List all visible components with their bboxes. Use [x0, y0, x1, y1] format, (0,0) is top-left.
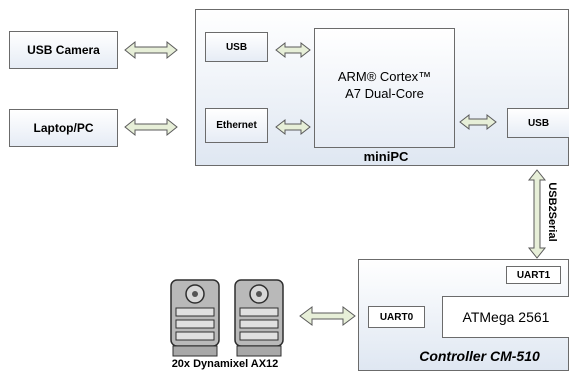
servo-caption: 20x Dynamixel AX12	[171, 358, 279, 370]
usb-port-right-label: USB	[527, 117, 550, 129]
laptop-pc-label: Laptop/PC	[33, 121, 94, 135]
usb-port-right: USB	[507, 108, 569, 138]
servo-motor-2	[234, 279, 284, 357]
laptop-pc-box: Laptop/PC	[9, 109, 118, 147]
usb-port-left-label: USB	[225, 41, 248, 53]
cpu-label-line2: A7 Dual-Core	[345, 86, 424, 101]
controller-box: UART1 UART0 ATMega 2561 Controller CM-51…	[358, 259, 569, 371]
minipc-title: miniPC	[363, 148, 409, 164]
arrow-servo-controller	[299, 306, 356, 326]
arrow-cpu-usb	[459, 113, 497, 131]
mcu-block: ATMega 2561	[442, 296, 569, 338]
cpu-label-line1: ARM® Cortex™	[337, 69, 432, 84]
uart0-port: UART0	[368, 306, 425, 328]
minipc-box: USB Ethernet ARM® Cortex™ A7 Dual-Core U…	[195, 9, 569, 166]
arrow-laptop-minipc	[124, 117, 178, 137]
usb-camera-box: USB Camera	[9, 31, 118, 69]
ethernet-port-label: Ethernet	[216, 120, 257, 131]
ethernet-port: Ethernet	[205, 108, 268, 143]
cpu-label: ARM® Cortex™ A7 Dual-Core	[315, 65, 454, 105]
uart1-port: UART1	[506, 266, 561, 284]
uart1-label: UART1	[516, 269, 551, 281]
usb-port-left: USB	[205, 32, 268, 62]
cpu-block: ARM® Cortex™ A7 Dual-Core	[314, 28, 455, 148]
usb-camera-label: USB Camera	[27, 43, 100, 57]
servo-motor-1	[170, 279, 220, 357]
controller-title: Controller CM-510	[419, 348, 540, 364]
uart0-label: UART0	[379, 311, 414, 323]
arrow-camera-minipc	[124, 40, 178, 60]
arrow-usb-cpu	[275, 41, 311, 59]
arrow-usb2serial	[527, 169, 547, 259]
mcu-label: ATMega 2561	[462, 309, 550, 325]
arrow-ethernet-cpu	[275, 118, 311, 136]
